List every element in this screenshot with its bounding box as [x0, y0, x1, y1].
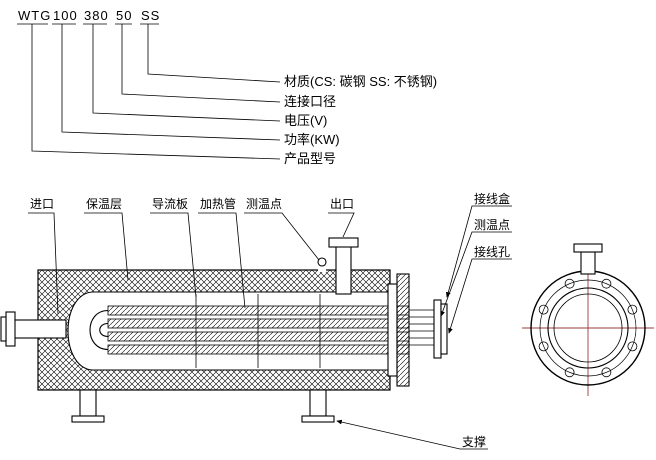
- leader-wiring-hole: [448, 258, 512, 334]
- label-insulation: 保温层: [86, 197, 122, 211]
- junction-box-cover: [440, 303, 448, 355]
- tube-u-bend-outer: [89, 309, 109, 351]
- label-junction-box: 接线盒: [474, 191, 510, 206]
- leader-inlet: [28, 212, 59, 315]
- end-view-nozzle-flange: [573, 243, 603, 253]
- code-segment-power: 100: [53, 8, 78, 23]
- legend-port-size: 连接口径: [284, 94, 336, 109]
- terminal-studs: [409, 309, 434, 346]
- temp-stub-neck: [318, 265, 326, 272]
- inlet-pipe: [13, 319, 67, 339]
- bolt-circle: [539, 279, 637, 377]
- legend-voltage: 电压(V): [284, 113, 327, 128]
- junction-box: [433, 299, 442, 359]
- tube-u-bend-inner: [99, 322, 109, 338]
- leader-outlet: [328, 212, 355, 238]
- left-leg: [79, 389, 97, 417]
- inlet-stub: [0, 316, 7, 342]
- heater-side-view: [0, 237, 448, 423]
- label-inlet: 进口: [30, 197, 54, 211]
- leader-temp-point: [244, 212, 320, 261]
- right-leg: [309, 389, 327, 417]
- temp-sensor-point: [317, 257, 327, 267]
- label-heater-tube: 加热管: [200, 196, 236, 211]
- tube-sheet-flange: [396, 273, 410, 387]
- right-leg-base: [301, 415, 335, 423]
- code-segment-model: WTG: [18, 8, 51, 23]
- heater-end-view: [522, 243, 654, 396]
- shell-inner-circle: [553, 293, 623, 363]
- leader-insulation: [84, 212, 129, 281]
- model-code-block: WTG 100 380 50 SS 材质(CS: 碳钢 SS: 不锈钢) 连接口…: [17, 8, 437, 166]
- leader-baffle: [150, 212, 197, 298]
- end-view-nozzle-pipe: [580, 251, 596, 275]
- label-outlet: 出口: [330, 197, 354, 211]
- support-legs: [71, 389, 335, 423]
- leader-support: [336, 419, 488, 450]
- leader-heater-tube: [198, 212, 246, 309]
- part-labels: 进口 保温层 导流板 加热管 测温点 出口 接线盒 测温点 接线孔 支撑: [28, 191, 512, 450]
- left-leg-base: [71, 415, 105, 423]
- label-temp-point: 测温点: [246, 197, 282, 211]
- shell-outer-circle: [547, 287, 629, 369]
- legend-model: 产品型号: [284, 151, 336, 166]
- vessel-shell: [67, 291, 391, 371]
- inlet-flange: [5, 311, 16, 347]
- bolt-holes: [538, 278, 638, 378]
- legend-material: 材质(CS: 碳钢 SS: 不锈钢): [284, 74, 437, 89]
- vessel-flange: [387, 283, 398, 377]
- label-support: 支撑: [462, 434, 486, 449]
- code-segment-material: SS: [141, 8, 160, 23]
- leader-temp-point-right: [440, 231, 512, 317]
- leader-junction-box: [445, 205, 512, 298]
- label-baffle: 导流板: [152, 197, 188, 211]
- code-leader-lines: [31, 24, 281, 160]
- label-wiring-hole: 接线孔: [474, 244, 510, 259]
- outlet-pipe: [335, 245, 352, 295]
- label-temp-point-right: 测温点: [474, 218, 510, 232]
- legend-power: 功率(KW): [284, 132, 340, 147]
- code-segment-port: 50: [116, 8, 132, 23]
- code-segment-voltage: 380: [84, 8, 109, 23]
- outlet-flange: [328, 237, 359, 248]
